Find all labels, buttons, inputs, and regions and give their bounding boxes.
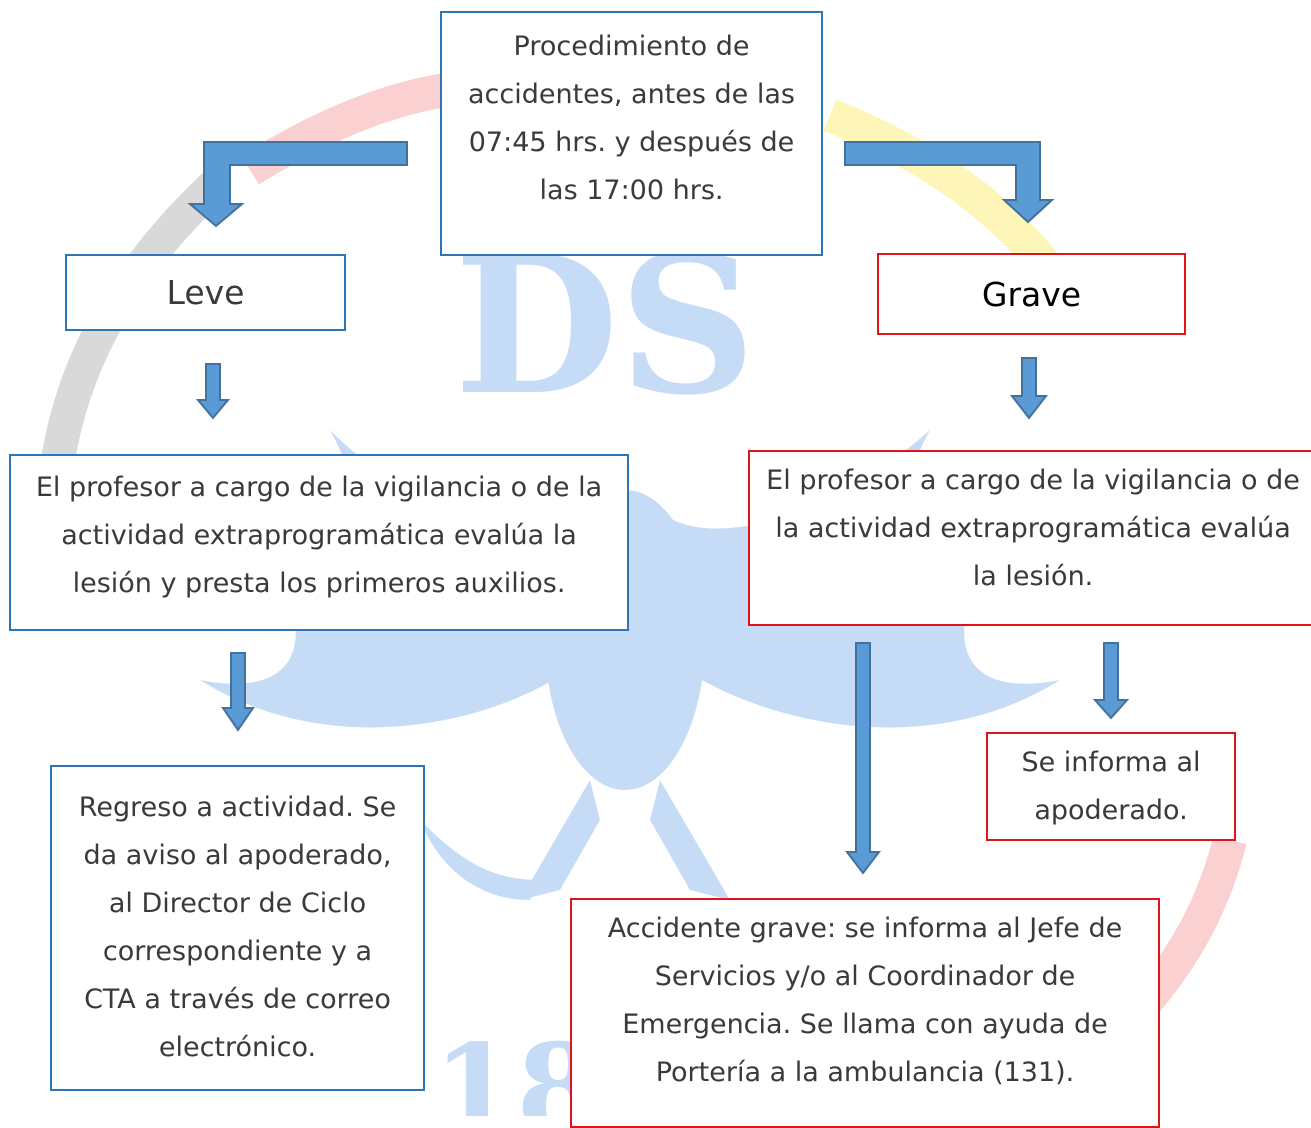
leve-outcome-text: Regreso a actividad. Se da aviso al apod…	[78, 792, 397, 1063]
inform-guardian-text: Se informa al apoderado.	[1021, 746, 1201, 826]
leve-outcome-box: Regreso a actividad. Se da aviso al apod…	[50, 765, 425, 1091]
title-box: Procedimiento de accidentes, antes de la…	[440, 11, 823, 256]
grave-evaluation-box: El profesor a cargo de la vigilancia o d…	[748, 450, 1311, 626]
serious-accident-text: Accidente grave: se informa al Jefe de S…	[607, 913, 1123, 1088]
grave-box: Grave	[877, 253, 1186, 335]
arrow-grave-to-eval	[1009, 357, 1049, 420]
leve-box: Leve	[65, 254, 346, 331]
arrow-eval-to-regreso	[221, 652, 255, 732]
leve-evaluation-box: El profesor a cargo de la vigilancia o d…	[9, 454, 629, 631]
arrow-title-to-leve	[187, 141, 408, 228]
title-box-text: Procedimiento de accidentes, antes de la…	[468, 31, 795, 206]
serious-accident-box: Accidente grave: se informa al Jefe de S…	[570, 898, 1160, 1128]
inform-guardian-box: Se informa al apoderado.	[986, 732, 1236, 841]
grave-label: Grave	[981, 274, 1082, 314]
grave-evaluation-text: El profesor a cargo de la vigilancia o d…	[766, 465, 1300, 592]
leve-evaluation-text: El profesor a cargo de la vigilancia o d…	[35, 471, 603, 599]
arrow-title-to-grave	[844, 141, 1055, 224]
arrow-eval-to-informa	[1092, 642, 1130, 720]
leve-label: Leve	[166, 273, 245, 312]
arrow-eval-to-accidente	[844, 642, 882, 875]
arrow-leve-to-eval	[195, 363, 231, 420]
